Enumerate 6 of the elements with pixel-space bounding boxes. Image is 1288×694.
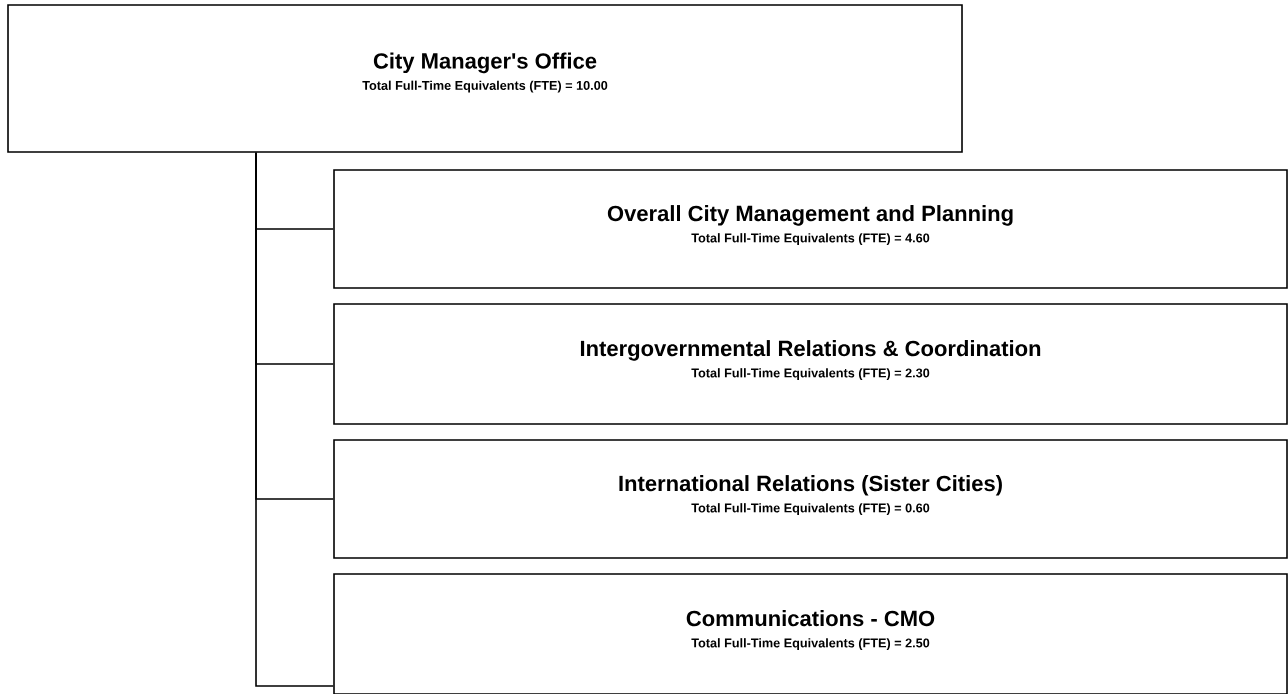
org-box: International Relations (Sister Cities) Total Full-Time Equivalents (FTE) = 0.60: [333, 439, 1288, 559]
org-box: Overall City Management and Planning Total Full-Time Equivalents (FTE) = 4.60: [333, 169, 1288, 289]
org-box: Intergovernmental Relations & Coordination Total Full-Time Equivalents (FTE) = 2.30: [333, 303, 1288, 425]
org-box: City Manager's Office Total Full-Time Equivalents (FTE) = 10.00: [7, 4, 963, 153]
org-box: Communications - CMO Total Full-Time Equivalents (FTE) = 2.50: [333, 573, 1288, 694]
connector-line: [255, 152, 334, 687]
